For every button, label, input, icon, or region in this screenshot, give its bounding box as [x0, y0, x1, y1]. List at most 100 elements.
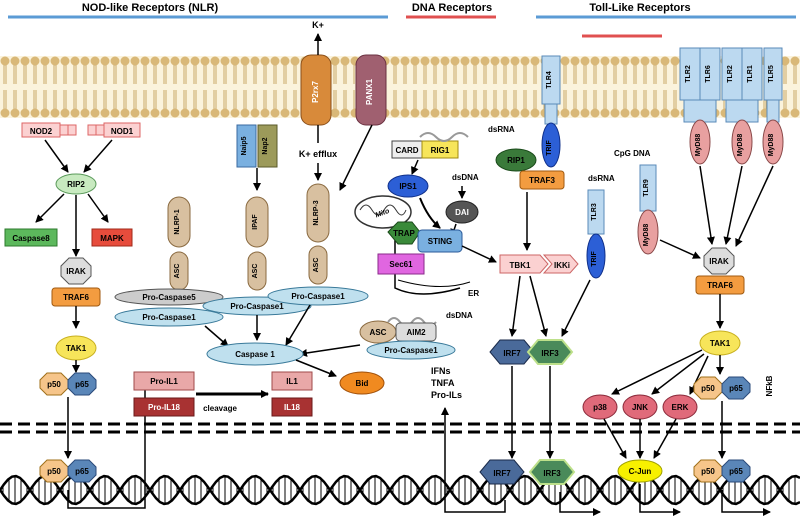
nlrp1-label: NLRP-1 — [174, 209, 181, 234]
tlr-header: Toll-Like Receptors — [589, 2, 690, 14]
tlr9-label: TLR9 — [643, 179, 650, 197]
mito-node: Mito — [354, 195, 412, 229]
nap2-label: Nap2 — [262, 137, 269, 154]
irf3-node-cyto: IRF3 — [526, 339, 574, 365]
p65-label-left: p65 — [75, 380, 89, 389]
p50-label-nuc-right: p50 — [701, 467, 715, 476]
tlr6-label: TLR6 — [705, 65, 712, 83]
rig1-label: RIG1 — [431, 146, 450, 155]
pro-il18-label: Pro-IL18 — [148, 403, 181, 412]
pro-caspase1-node-1: Pro-Caspase1 — [114, 307, 224, 327]
nod2-box: NOD2 — [21, 122, 77, 138]
aim2-label: AIM2 — [406, 328, 426, 337]
tak1-node-left: TAK1 — [55, 335, 97, 361]
asc-label-aim2: ASC — [370, 328, 387, 337]
p38-label: p38 — [593, 403, 607, 412]
dna-helix — [0, 474, 800, 506]
ips1-label: IPS1 — [399, 182, 417, 191]
trif-node-tlr4: TRIF — [541, 122, 561, 168]
trif-node-tlr3: TRIF — [586, 233, 606, 279]
traf3-node: TRAF3 — [519, 170, 565, 190]
pro-caspase5-node: Pro-Caspase5 — [114, 288, 224, 306]
pro-il1-node: Pro-IL1 — [133, 371, 195, 391]
caspase1-label: Caspase 1 — [235, 350, 275, 359]
sting-node: STING — [417, 229, 463, 253]
trif-label-1: TRIF — [546, 140, 553, 156]
p38-node: p38 — [582, 394, 618, 420]
ikki-label: IKKi — [554, 261, 570, 270]
tbk1-label: TBK1 — [510, 261, 531, 270]
irf3-label-cyto: IRF3 — [541, 349, 559, 358]
erk-node: ERK — [662, 394, 698, 420]
tlr5-receptor: TLR5 — [763, 47, 783, 123]
irf3-label-nuc: IRF3 — [543, 469, 561, 478]
kplus-efflux-label: K+ efflux — [299, 149, 337, 159]
naip5-nap2: Naip5 Nap2 — [236, 124, 278, 168]
rip2-label: RIP2 — [67, 180, 85, 189]
cleavage-label: cleavage — [203, 404, 237, 413]
tnfa-label: TNFA — [431, 378, 455, 388]
tlr2-label-b: TLR2 — [727, 65, 734, 83]
pro-caspase5-label: Pro-Caspase5 — [142, 293, 196, 302]
irak-label-left: IRAK — [66, 267, 86, 276]
asc-label-1: ASC — [174, 264, 181, 279]
sec61-label: Sec61 — [389, 260, 413, 269]
nlrp3-asc: NLRP-3 ASC — [306, 183, 330, 285]
nfkb-label: NFkB — [765, 375, 774, 396]
card-rig1: CARD RIG1 — [391, 140, 459, 159]
nfkb-nuc-left: p50 p65 — [39, 459, 97, 483]
pro-caspase1-label-1: Pro-Caspase1 — [142, 313, 196, 322]
pro-il1-label: Pro-IL1 — [150, 377, 178, 386]
dsrna-label-tlr3: dsRNA — [588, 174, 615, 183]
pro-ils-label: Pro-ILs — [431, 390, 462, 400]
dna-header: DNA Receptors — [412, 2, 492, 14]
p50-label-left: p50 — [47, 380, 61, 389]
tlr3-receptor: TLR3 — [587, 189, 605, 235]
pro-caspase1-label-aim2: Pro-Caspase1 — [384, 346, 438, 355]
cjun-node: C-Jun — [617, 459, 663, 483]
p2rx7-label: P2rx7 — [311, 81, 320, 103]
mapk-label: MAPK — [100, 234, 124, 243]
nfkb-cyto-left: p50 p65 — [39, 372, 97, 396]
sting-label: STING — [428, 237, 452, 246]
tlr2-label-a: TLR2 — [685, 65, 692, 83]
nlr-header: NOD-like Receptors (NLR) — [82, 2, 219, 14]
asc-aim2-node: ASC AIM2 — [359, 320, 437, 344]
asc-label-3: ASC — [313, 258, 320, 273]
tlr5-label: TLR5 — [768, 65, 775, 83]
p50-label-right: p50 — [701, 384, 715, 393]
ips1-node: IPS1 — [387, 174, 429, 198]
dai-node: DAI — [445, 200, 479, 224]
nlrp3-label: NLRP-3 — [313, 200, 320, 225]
myd88-label-1: MyD88 — [695, 134, 702, 157]
dsdna-label-aim2: dsDNA — [446, 311, 473, 320]
rip1-node: RIP1 — [495, 148, 537, 172]
pro-caspase1-node-aim2: Pro-Caspase1 — [366, 340, 456, 360]
mito-label: Mito — [375, 208, 392, 220]
bid-label: Bid — [356, 379, 369, 388]
cell-membrane — [0, 56, 800, 118]
cjun-label: C-Jun — [629, 467, 652, 476]
tak1-label-left: TAK1 — [66, 344, 87, 353]
tlr4-receptor: TLR4 — [541, 55, 561, 125]
il18-node: IL18 — [271, 397, 313, 417]
traf6-node-left: TRAF6 — [51, 287, 101, 307]
myd88-label-3: MyD88 — [768, 134, 775, 157]
caspase8-node: Caspase8 — [4, 228, 58, 247]
tlr4-label: TLR4 — [546, 71, 553, 89]
asc-label-2: ASC — [252, 264, 259, 279]
irf7-label-nuc: IRF7 — [493, 469, 511, 478]
nod1-label: NOD1 — [111, 127, 134, 136]
dsdna-label-dai: dsDNA — [452, 173, 479, 182]
traf6-label-right: TRAF6 — [707, 281, 733, 290]
myd88-node-tlr9: MyD88 — [637, 209, 659, 255]
nod2-label: NOD2 — [30, 127, 53, 136]
pro-il18-node: Pro-IL18 — [133, 397, 195, 417]
ipaf-label: IPAF — [252, 214, 259, 230]
irak-node-left: IRAK — [60, 257, 92, 285]
p65-label-right: p65 — [729, 384, 743, 393]
il1-node: IL1 — [271, 371, 313, 391]
p50-label-nuc-left: p50 — [47, 467, 61, 476]
nod1-box: NOD1 — [87, 122, 141, 138]
tlr3-label: TLR3 — [591, 203, 598, 221]
